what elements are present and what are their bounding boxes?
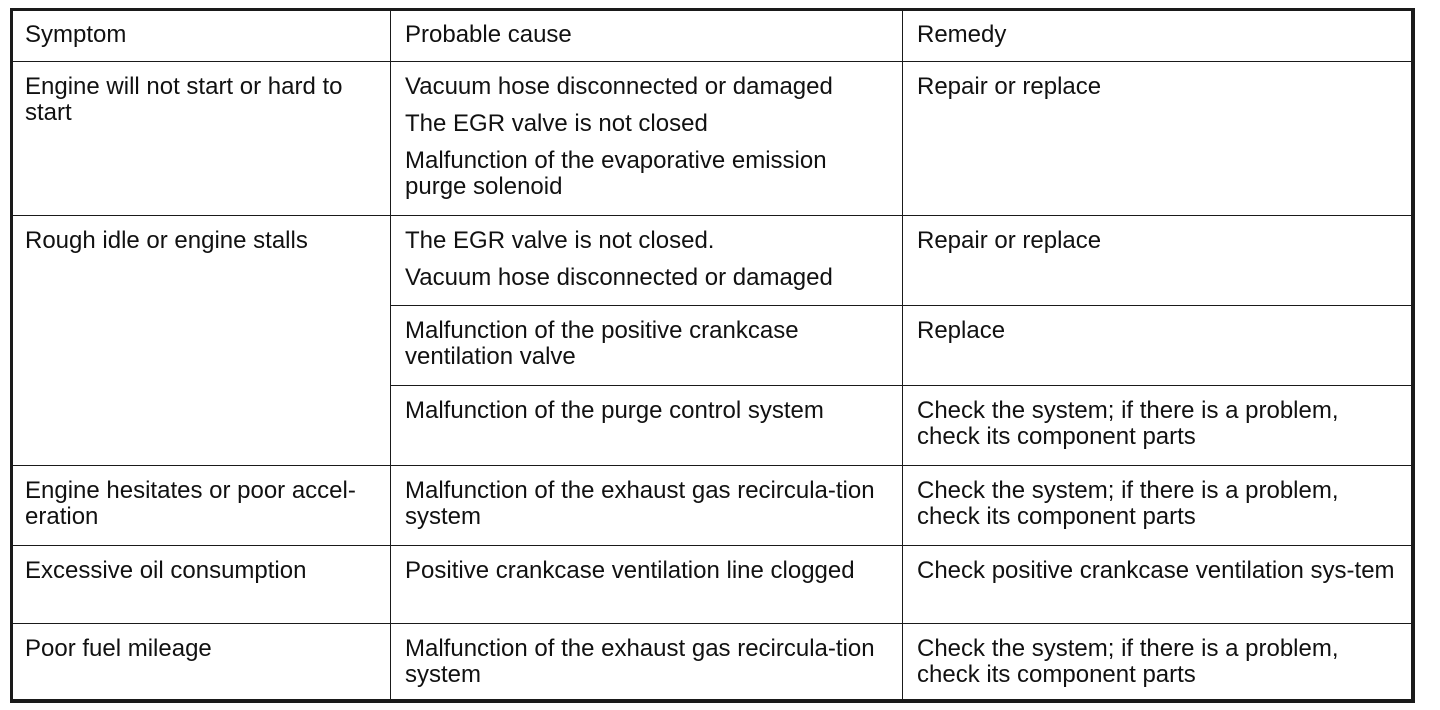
cause-item: Vacuum hose disconnected or damaged — [405, 73, 833, 100]
remedy-cell: Replace — [902, 305, 1415, 386]
table-row: Malfunction of the purge control system … — [11, 385, 1415, 466]
cause-cell: Malfunction of the exhaust gas recircula… — [390, 465, 903, 546]
cause-item: Vacuum hose disconnected or damaged — [405, 264, 833, 291]
cause-cell: Malfunction of the positive crankcase ve… — [390, 305, 903, 386]
cause-cell: Malfunction of the purge control system — [390, 385, 903, 466]
cause-cell: The EGR valve is not closed. Vacuum hose… — [390, 215, 903, 306]
cause-cell: Vacuum hose disconnected or damaged The … — [390, 61, 903, 216]
cause-item: Malfunction of the evaporative emission … — [405, 147, 827, 200]
cause-item: Positive crankcase ventilation line clog… — [405, 557, 855, 584]
table-outer-border — [10, 8, 1414, 702]
remedy-cell: Check the system; if there is a problem,… — [902, 385, 1415, 466]
symptom-cell: Engine hesitates or poor accel-eration — [10, 465, 391, 546]
table-row: Poor fuel mileage Malfunction of the exh… — [10, 623, 1415, 703]
cause-cell: Positive crankcase ventilation line clog… — [390, 545, 903, 624]
table-row: Malfunction of the positive crankcase ve… — [11, 305, 1415, 386]
remedy-cell: Check positive crankcase ventilation sys… — [902, 545, 1415, 624]
symptom-cell: Poor fuel mileage — [10, 623, 391, 703]
cause-item: Malfunction of the positive crankcase ve… — [405, 317, 799, 370]
remedy-cell: Check the system; if there is a problem,… — [902, 623, 1415, 703]
header-probable-cause: Probable cause — [390, 8, 903, 62]
cause-cell: Malfunction of the exhaust gas recircula… — [390, 623, 903, 703]
cause-item: The EGR valve is not closed. — [405, 227, 715, 254]
cause-item: Malfunction of the exhaust gas recircula… — [405, 635, 875, 688]
table-header-row: Symptom Probable cause Remedy — [10, 8, 1415, 62]
cause-item: Malfunction of the exhaust gas recircula… — [405, 477, 875, 530]
cause-item: The EGR valve is not closed — [405, 110, 708, 137]
troubleshooting-table: Symptom Probable cause Remedy Engine wil… — [10, 8, 1415, 703]
cause-item: Malfunction of the purge control system — [405, 397, 824, 424]
symptom-cell: Rough idle or engine stalls — [10, 215, 391, 466]
header-symptom: Symptom — [10, 8, 391, 62]
